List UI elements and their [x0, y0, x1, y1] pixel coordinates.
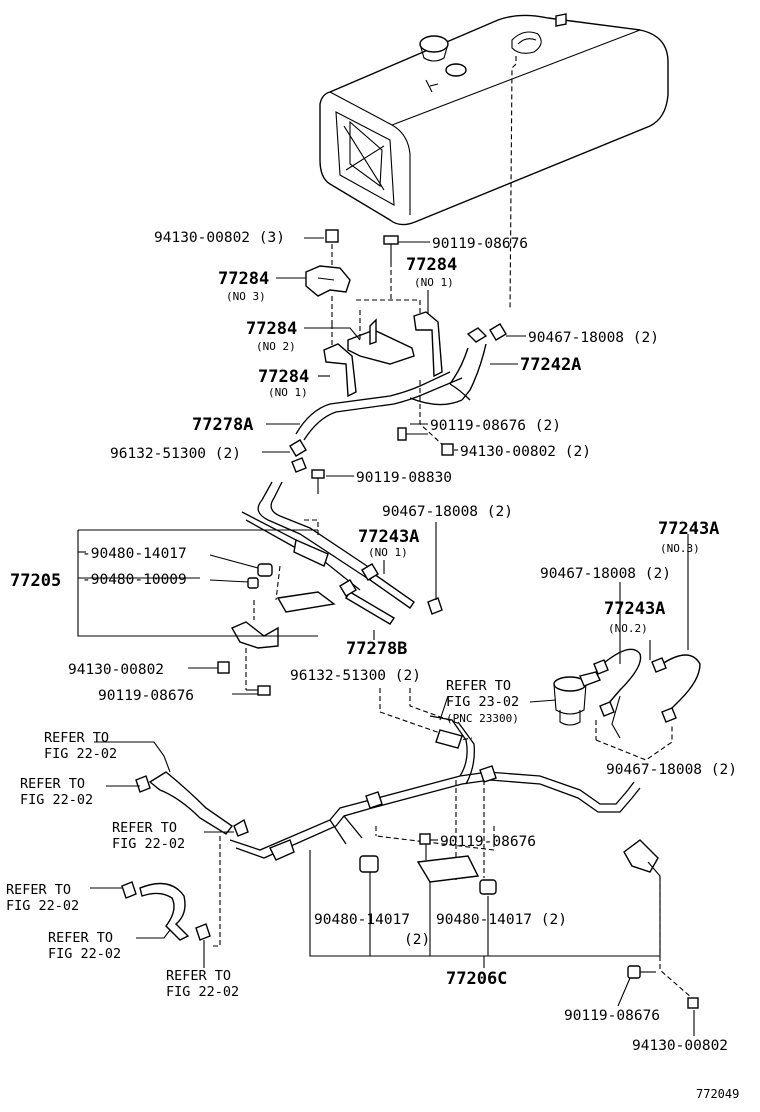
label-77243A-no3-sub: (NO.3) — [660, 542, 700, 555]
label-77243A-no3: 77243A — [658, 519, 719, 539]
nut-94130-mid — [441, 443, 454, 456]
label-77284-no3-sub: (NO 3) — [226, 290, 266, 303]
label-90480-14017: -90480-14017 — [82, 546, 187, 562]
label-90119-08830: 90119-08830 — [356, 470, 452, 486]
label-94130-00802-2: 94130-00802 (2) — [460, 444, 591, 460]
label-refer-c2: FIG 22-02 — [112, 836, 185, 852]
hose-77278B — [339, 579, 395, 625]
label-77284-no3: 77284 — [218, 269, 269, 289]
pipe-assembly-77205 — [241, 481, 377, 620]
label-90480-14017-b: 90480-14017 (2) — [436, 912, 567, 928]
label-96132-51300-top: 96132-51300 (2) — [110, 446, 241, 462]
bolt-90119-left — [246, 685, 271, 696]
label-90480-14017-a2: (2) — [404, 932, 430, 948]
label-refer-b2: FIG 22-02 — [20, 792, 93, 808]
bolt-90119-top — [383, 235, 399, 300]
label-refer-f2: FIG 22-02 — [166, 984, 239, 1000]
label-94130-00802-bottom: 94130-00802 — [632, 1038, 728, 1054]
clamp-96132-top — [289, 439, 307, 473]
label-77278A: 77278A — [192, 415, 253, 435]
grommet-90480-14017 — [257, 563, 273, 577]
figure-number: 772049 — [696, 1087, 739, 1101]
label-77243A-no2: 77243A — [604, 599, 665, 619]
label-90119-08676-top: 90119-08676 — [432, 236, 528, 252]
hose-refer-lower — [121, 881, 211, 941]
label-90467-18008-low: 90467-18008 (2) — [606, 762, 737, 778]
label-77205: 77205 — [10, 571, 61, 591]
label-90467-18008-top: 90467-18008 (2) — [528, 330, 659, 346]
label-94130-00802-mid: 94130-00802 — [68, 662, 164, 678]
labels: 94130-00802 (3) 90119-08676 77284 (NO 3)… — [6, 230, 739, 1101]
label-77284-no1-a-sub: (NO 1) — [414, 276, 454, 289]
label-90467-18008-right: 90467-18008 (2) — [540, 566, 671, 582]
label-77278B: 77278B — [346, 639, 407, 659]
bracket-77284-no1-b — [323, 343, 357, 398]
label-77284-no2: 77284 — [246, 319, 297, 339]
nut-94130-bottom — [687, 997, 699, 1009]
grommet-90480-14017-b — [479, 879, 497, 895]
label-77284-no2-sub: (NO 2) — [256, 340, 296, 353]
label-refer-a2: FIG 22-02 — [44, 746, 117, 762]
label-77284-no1-a: 77284 — [406, 255, 457, 275]
hose-refer-upper — [135, 771, 249, 837]
label-refer-e2: FIG 22-02 — [48, 946, 121, 962]
label-77243A-no2-sub: (NO.2) — [608, 622, 648, 635]
bolt-90119-08830 — [311, 469, 325, 494]
label-refer-b1: REFER TO — [20, 776, 85, 792]
bracket-77284-no2 — [347, 318, 415, 365]
label-refer-c1: REFER TO — [112, 820, 177, 836]
label-refer-d2: FIG 22-02 — [6, 898, 79, 914]
label-94130-00802-3: 94130-00802 (3) — [154, 230, 285, 246]
label-90119-08676-bottom: 90119-08676 — [564, 1008, 660, 1024]
label-90119-08676-low: 90119-08676 — [440, 834, 536, 850]
label-refer-fig2302-a: REFER TO — [446, 678, 511, 694]
fuel-filter-23300 — [553, 671, 601, 726]
grommet-90480-10009 — [247, 577, 259, 589]
nut-94130-top — [325, 229, 339, 243]
bolt-90119-mid — [397, 427, 428, 441]
label-77284-no1-b: 77284 — [258, 367, 309, 387]
grommet-90480-14017-a — [359, 855, 379, 873]
label-77206C: 77206C — [446, 969, 507, 989]
label-90119-08676-mid: 90119-08676 — [98, 688, 194, 704]
bracket-77205-b — [231, 621, 279, 649]
hose-77243A-no1 — [361, 563, 443, 615]
label-pnc-23300: (PNC 23300) — [446, 712, 519, 725]
label-90467-18008-mid: 90467-18008 (2) — [382, 504, 513, 520]
bracket-77284-no3 — [305, 265, 351, 297]
label-90119-08676-2: 90119-08676 (2) — [430, 418, 561, 434]
bolt-90119-lower — [419, 833, 431, 860]
nut-94130-left — [217, 661, 230, 674]
bracket-77284-no1-a — [413, 311, 443, 378]
bolt-90119-bottom — [627, 965, 656, 979]
pipe-assembly-77206C — [229, 715, 641, 861]
bracket-77205-a — [276, 591, 336, 613]
fuel-tank — [319, 13, 669, 311]
label-refer-a1: REFER TO — [44, 730, 109, 746]
label-90480-14017-a: 90480-14017 — [314, 912, 410, 928]
hose-77242A — [449, 323, 507, 401]
label-77243A-no1: 77243A — [358, 527, 419, 547]
label-refer-e1: REFER TO — [48, 930, 113, 946]
hose-77243A-no2 — [593, 648, 642, 717]
label-refer-f1: REFER TO — [166, 968, 231, 984]
pipe-77278A — [295, 371, 471, 441]
label-refer-fig2302-b: FIG 23-02 — [446, 694, 519, 710]
label-90480-10009: -90480-10009 — [82, 572, 187, 588]
label-77243A-no1-sub: (NO 1) — [368, 546, 408, 559]
label-96132-51300-mid: 96132-51300 (2) — [290, 668, 421, 684]
label-refer-d1: REFER TO — [6, 882, 71, 898]
label-77242A: 77242A — [520, 355, 581, 375]
bracket-lower — [416, 855, 480, 883]
hose-77243A-no3 — [651, 654, 701, 723]
label-77284-no1-b-sub: (NO 1) — [268, 386, 308, 399]
